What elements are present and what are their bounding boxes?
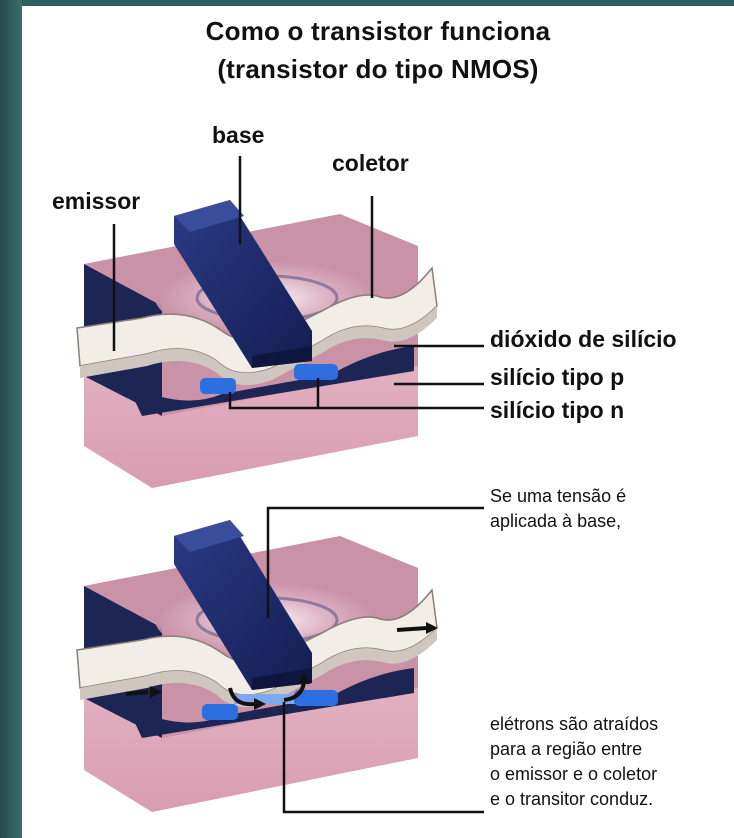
voltage-leader [266,506,484,618]
diagram-title: Como o transistor funciona [205,16,551,46]
silicio-n-leader [228,392,484,410]
label-silicio-n: silício tipo n [490,397,625,423]
diagram-panel: Como o transistor funciona (transistor d… [22,6,734,838]
n-region-collector [294,364,338,380]
label-silicio-p: silício tipo p [490,364,625,390]
slide-edge-strip [0,0,22,838]
substrate-front-face [84,366,418,488]
p-region-shadow-2 [127,668,414,738]
label-dioxido: dióxido de silício [490,326,677,352]
label-base: base [212,122,265,148]
caption-electrons: elétrons são atraídos para a região entr… [490,712,658,812]
label-coletor: coletor [332,150,409,176]
gate-electrode-2 [174,520,312,690]
transistor-on [76,506,484,814]
transistor-illustration [76,156,484,814]
caption-voltage-line: Se uma tensão é [490,486,627,506]
substrate-front-face-2 [84,688,418,812]
conduction-channel [234,694,308,704]
gate-electrode [174,200,312,368]
diagram-subtitle: (transistor do tipo NMOS) [217,54,539,84]
electron-flow-arrows [125,626,428,707]
caption-electrons-line: o emissor e o coletor [490,764,658,784]
n-region-emitter-2 [202,704,238,720]
p-region-shadow [127,346,414,416]
n-region-collector-2 [294,690,338,706]
caption-electrons-line: para a região entre [490,739,643,759]
electrons-leader [282,702,484,814]
caption-voltage-line: aplicada à base, [490,511,622,531]
caption-voltage: Se uma tensão é aplicada à base, [490,484,626,534]
label-emissor: emissor [52,188,141,214]
n-region-emitter [200,378,236,394]
caption-electrons-line: e o transitor conduz. [490,789,654,809]
transistor-off [76,156,484,488]
caption-electrons-line: elétrons são atraídos [490,714,659,734]
